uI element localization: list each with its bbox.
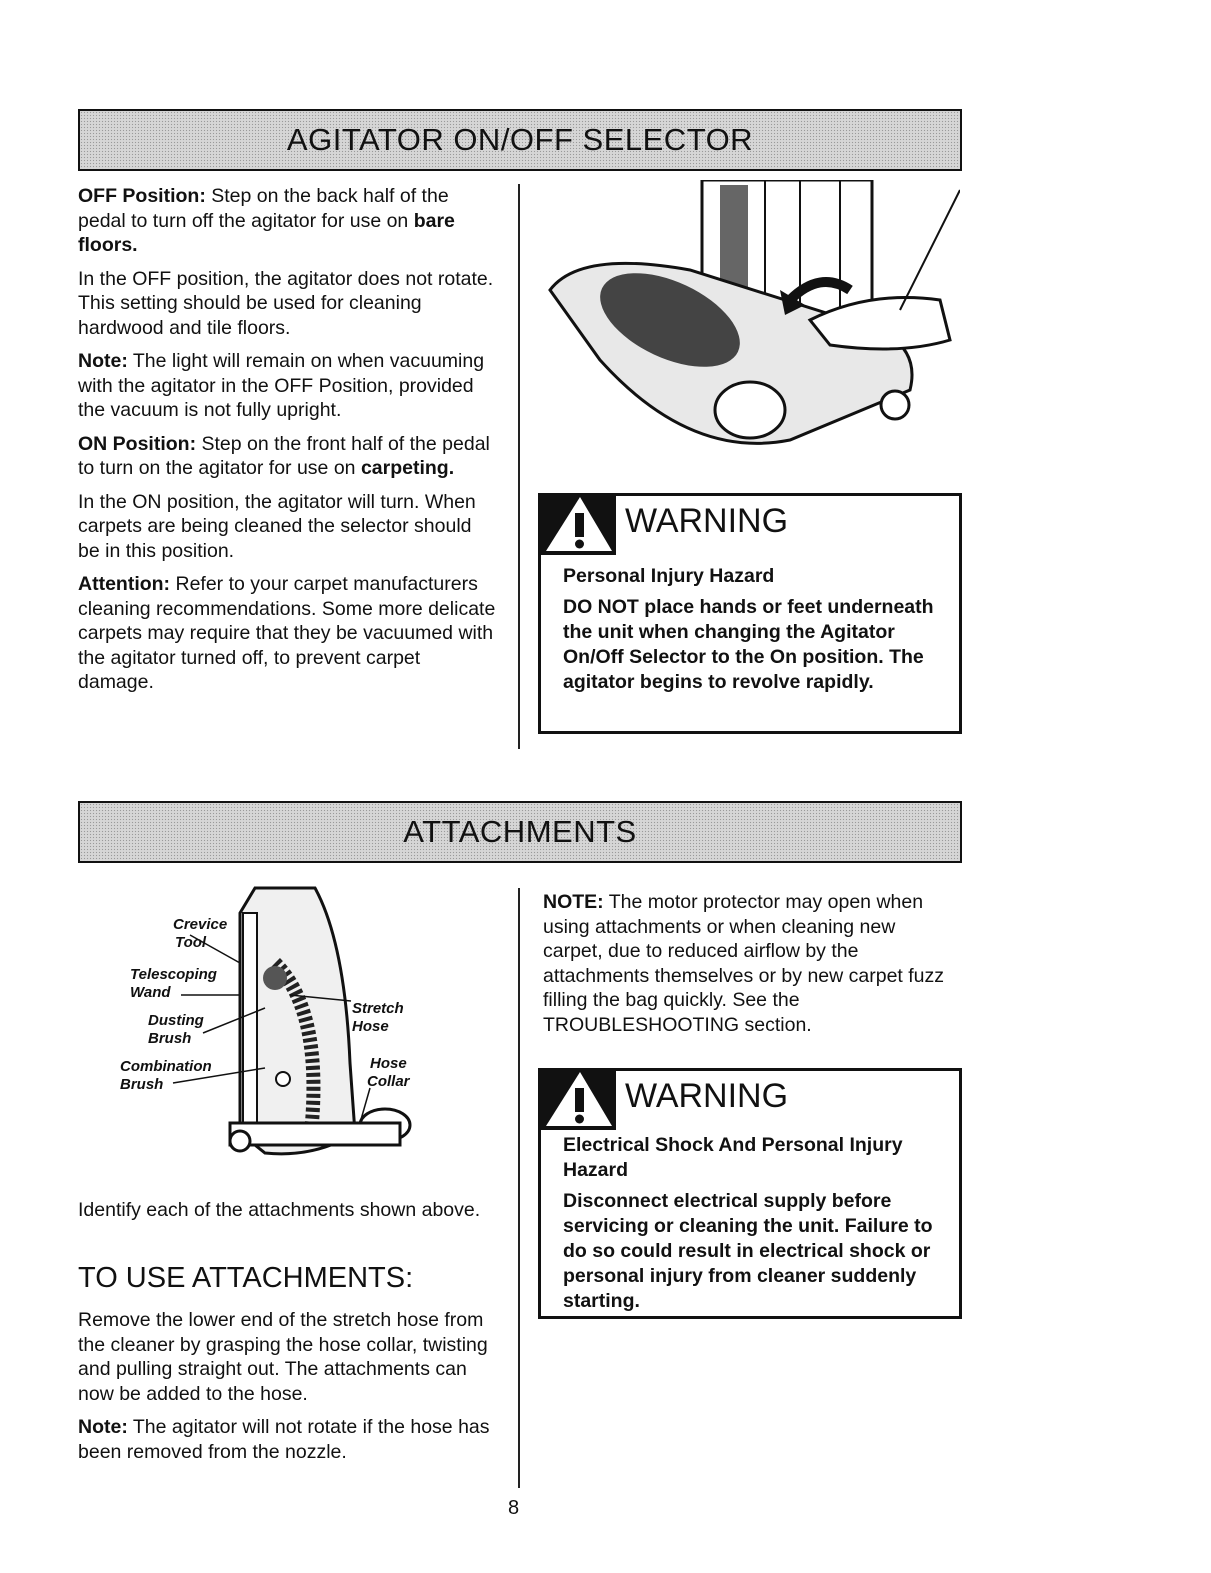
carpeting-text: carpeting. <box>360 457 455 479</box>
attachments-identify: Identify each of the attachments shown a… <box>78 1198 498 1232</box>
motor-note-text: The motor protector may open when using … <box>543 891 945 1036</box>
hose-note-text: The agitator will not rotate if the hose… <box>78 1416 490 1463</box>
warning-icon <box>538 493 616 555</box>
label-telescoping: Telescoping <box>130 966 217 983</box>
warning-title: WARNING <box>625 502 789 540</box>
label-combination: Combination <box>120 1058 212 1075</box>
column-divider-bottom <box>518 888 520 1488</box>
warning-title: WARNING <box>625 1077 789 1115</box>
label-tool: Tool <box>175 934 207 951</box>
off-position-detail: In the OFF position, the agitator does n… <box>78 267 494 339</box>
warning-heading-line: Personal Injury Hazard <box>563 565 775 587</box>
note-text: The light will remain on when vacuuming … <box>78 350 485 421</box>
column-divider-top <box>518 184 520 749</box>
warning-icon <box>538 1068 616 1130</box>
label-stretch: Stretch <box>352 1000 404 1017</box>
label-hose-stretch: Hose <box>352 1018 389 1035</box>
label-crevice: Crevice <box>173 916 227 933</box>
attention-label: Attention: <box>78 573 171 595</box>
hose-note-paragraph: Note: The agitator will not rotate if th… <box>78 1415 498 1464</box>
label-brush-dusting: Brush <box>148 1030 191 1047</box>
off-position-paragraph: OFF Position: Step on the back half of t… <box>78 184 498 258</box>
agitator-text-column: OFF Position: Step on the back half of t… <box>78 184 498 704</box>
to-use-attachments-heading: TO USE ATTACHMENTS: <box>78 1262 414 1294</box>
label-collar: Collar <box>367 1073 411 1090</box>
off-position-text: Step on the back half of the pedal to tu… <box>78 185 449 232</box>
to-use-text: Remove the lower end of the stretch hose… <box>78 1309 488 1405</box>
light-note-paragraph: Note: The light will remain on when vacu… <box>78 349 498 423</box>
bare-floors-text: bare floors. <box>78 209 455 257</box>
on-position-label: ON Position: <box>78 432 197 455</box>
warning-body: Personal Injury Hazard DO NOT place hand… <box>563 564 949 701</box>
attachments-section-title: ATTACHMENTS <box>403 814 637 849</box>
page-number: 8 <box>508 1497 520 1519</box>
warning-detail: Disconnect electrical supply before serv… <box>563 1190 933 1312</box>
agitator-pedal-illustration <box>548 180 960 445</box>
label-brush-combination: Brush <box>120 1076 163 1093</box>
attachments-section-banner: ATTACHMENTS <box>78 801 962 863</box>
warning-box-injury: WARNING Personal Injury Hazard DO NOT pl… <box>538 493 962 734</box>
motor-note-paragraph: NOTE: The motor protector may open when … <box>543 890 958 1037</box>
on-position-text: Step on the front half of the pedal to t… <box>78 432 490 480</box>
agitator-section-title: AGITATOR ON/OFF SELECTOR <box>286 122 754 157</box>
to-use-text-column: Remove the lower end of the stretch hose… <box>78 1308 498 1473</box>
label-wand: Wand <box>130 984 171 1001</box>
note-label: Note: <box>78 350 128 372</box>
agitator-section-banner: AGITATOR ON/OFF SELECTOR <box>78 109 962 171</box>
attention-text: Refer to your carpet manufacturers clean… <box>78 573 496 693</box>
motor-note-column: NOTE: The motor protector may open when … <box>543 890 958 1046</box>
on-position-detail: In the ON position, the agitator will tu… <box>78 490 476 562</box>
warning-box-electrical: WARNING Electrical Shock And Personal In… <box>538 1068 962 1319</box>
off-position-label: OFF Position: <box>78 185 206 207</box>
warning-heading-line: Electrical Shock And Personal Injury Haz… <box>563 1134 903 1181</box>
attention-paragraph: Attention: Refer to your carpet manufact… <box>78 572 498 695</box>
identify-text: Identify each of the attachments shown a… <box>78 1199 481 1221</box>
hose-note-label: Note: <box>78 1416 128 1438</box>
warning-body: Electrical Shock And Personal Injury Haz… <box>563 1133 949 1320</box>
warning-detail: DO NOT place hands or feet underneath th… <box>563 596 934 693</box>
label-hose-collar: Hose <box>370 1055 407 1072</box>
attachments-illustration: Crevice Tool Telescoping Wand Dusting Br… <box>120 886 412 1156</box>
motor-note-label: NOTE: <box>543 891 604 913</box>
label-dusting: Dusting <box>148 1012 204 1029</box>
on-position-paragraph: ON Position: Step on the front half of t… <box>78 432 498 481</box>
